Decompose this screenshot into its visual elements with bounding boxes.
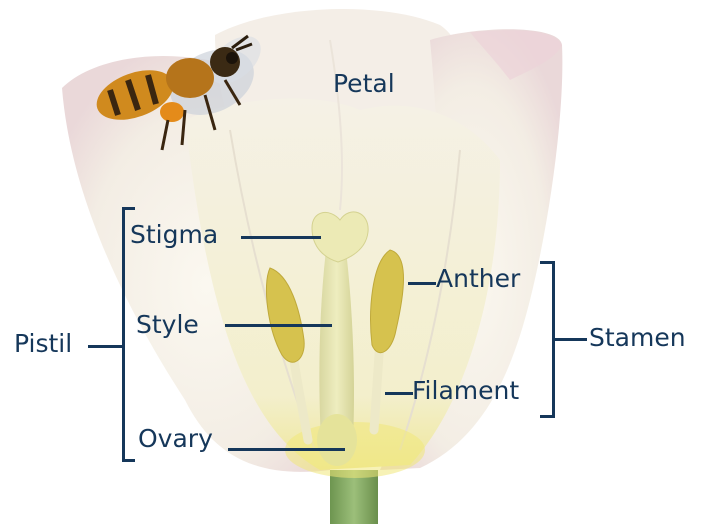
label-ovary: Ovary bbox=[138, 425, 213, 453]
stamen-bracket-spine bbox=[552, 261, 555, 418]
label-stamen: Stamen bbox=[589, 324, 686, 352]
leader-stigma bbox=[241, 236, 321, 239]
pistil-ovary bbox=[317, 414, 357, 466]
label-pistil: Pistil bbox=[14, 330, 72, 358]
leader-filament bbox=[385, 392, 413, 395]
label-anther: Anther bbox=[436, 265, 520, 293]
leader-stamen bbox=[554, 338, 587, 341]
label-stigma: Stigma bbox=[130, 221, 218, 249]
pistil-bracket-top bbox=[122, 207, 135, 210]
stem bbox=[330, 470, 378, 524]
stamen-bracket-bottom bbox=[540, 415, 555, 418]
pistil-bracket-bottom bbox=[122, 459, 135, 462]
label-petal: Petal bbox=[333, 70, 395, 98]
leader-anther bbox=[408, 282, 436, 285]
label-style: Style bbox=[136, 311, 199, 339]
leader-ovary bbox=[228, 448, 345, 451]
pistil-bracket-spine bbox=[122, 207, 125, 462]
stamen-bracket-top bbox=[540, 261, 555, 264]
leader-style bbox=[225, 324, 332, 327]
filament-right bbox=[374, 340, 380, 430]
label-filament: Filament bbox=[412, 377, 519, 405]
leader-pistil bbox=[88, 345, 123, 348]
